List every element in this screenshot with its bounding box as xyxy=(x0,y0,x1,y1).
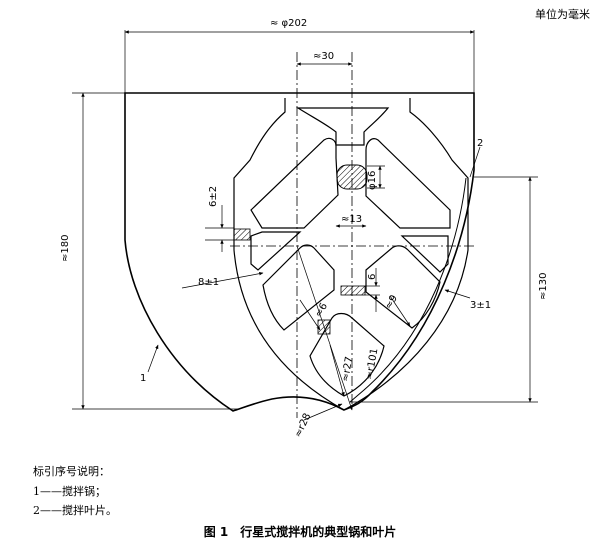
dim-radius-27: ≈r27 xyxy=(340,356,355,383)
dim-inner-width: ≈13 xyxy=(341,214,362,225)
center-lines xyxy=(230,52,475,418)
dim-blade-offset: 8±1 xyxy=(198,277,219,288)
callout-blade: 2 xyxy=(477,138,483,149)
dim-pot-diameter: ≈ φ202 xyxy=(270,18,307,29)
dimension-lines xyxy=(72,30,538,421)
figure-title: 行星式搅拌机的典型锅和叶片 xyxy=(240,525,397,539)
legend-title: 标引序号说明： xyxy=(33,465,110,478)
dim-radius-101: ≈r101 xyxy=(364,348,380,381)
dim-radius-28: ≈r28 xyxy=(293,412,314,440)
dim-slot-height: 6±2 xyxy=(208,186,219,207)
dim-rib-6: 6 xyxy=(367,274,378,280)
dim-blade-height: ≈130 xyxy=(538,273,549,300)
callout-pot: 1 xyxy=(140,373,146,384)
pot-inner-wall xyxy=(349,177,467,403)
mixing-pot-outline xyxy=(124,92,475,412)
figure-caption: 图 1 行星式搅拌机的典型锅和叶片 xyxy=(0,523,600,540)
dim-hub-diameter: φ16 xyxy=(367,171,378,190)
legend-item-pot: 1——搅拌锅； xyxy=(33,485,106,498)
dim-center-width: ≈30 xyxy=(313,51,334,62)
dim-pot-height: ≈180 xyxy=(60,235,71,262)
dim-gap-3: 3±1 xyxy=(470,300,491,311)
figure-number: 图 1 xyxy=(203,525,229,539)
dim-rib-9: ≈9 xyxy=(383,293,400,311)
center-section xyxy=(340,285,366,296)
pot-leader-line xyxy=(147,344,159,373)
legend-item-blade: 2——搅拌叶片。 xyxy=(33,504,117,517)
unit-note: 单位为毫米 xyxy=(535,8,590,21)
side-section-left xyxy=(233,228,251,241)
technical-drawing: ≈ φ202 ≈30 ≈180 ≈130 6±2 φ16 ≈13 8±1 6 ≈… xyxy=(60,18,549,440)
blade-leader-line xyxy=(469,146,481,178)
